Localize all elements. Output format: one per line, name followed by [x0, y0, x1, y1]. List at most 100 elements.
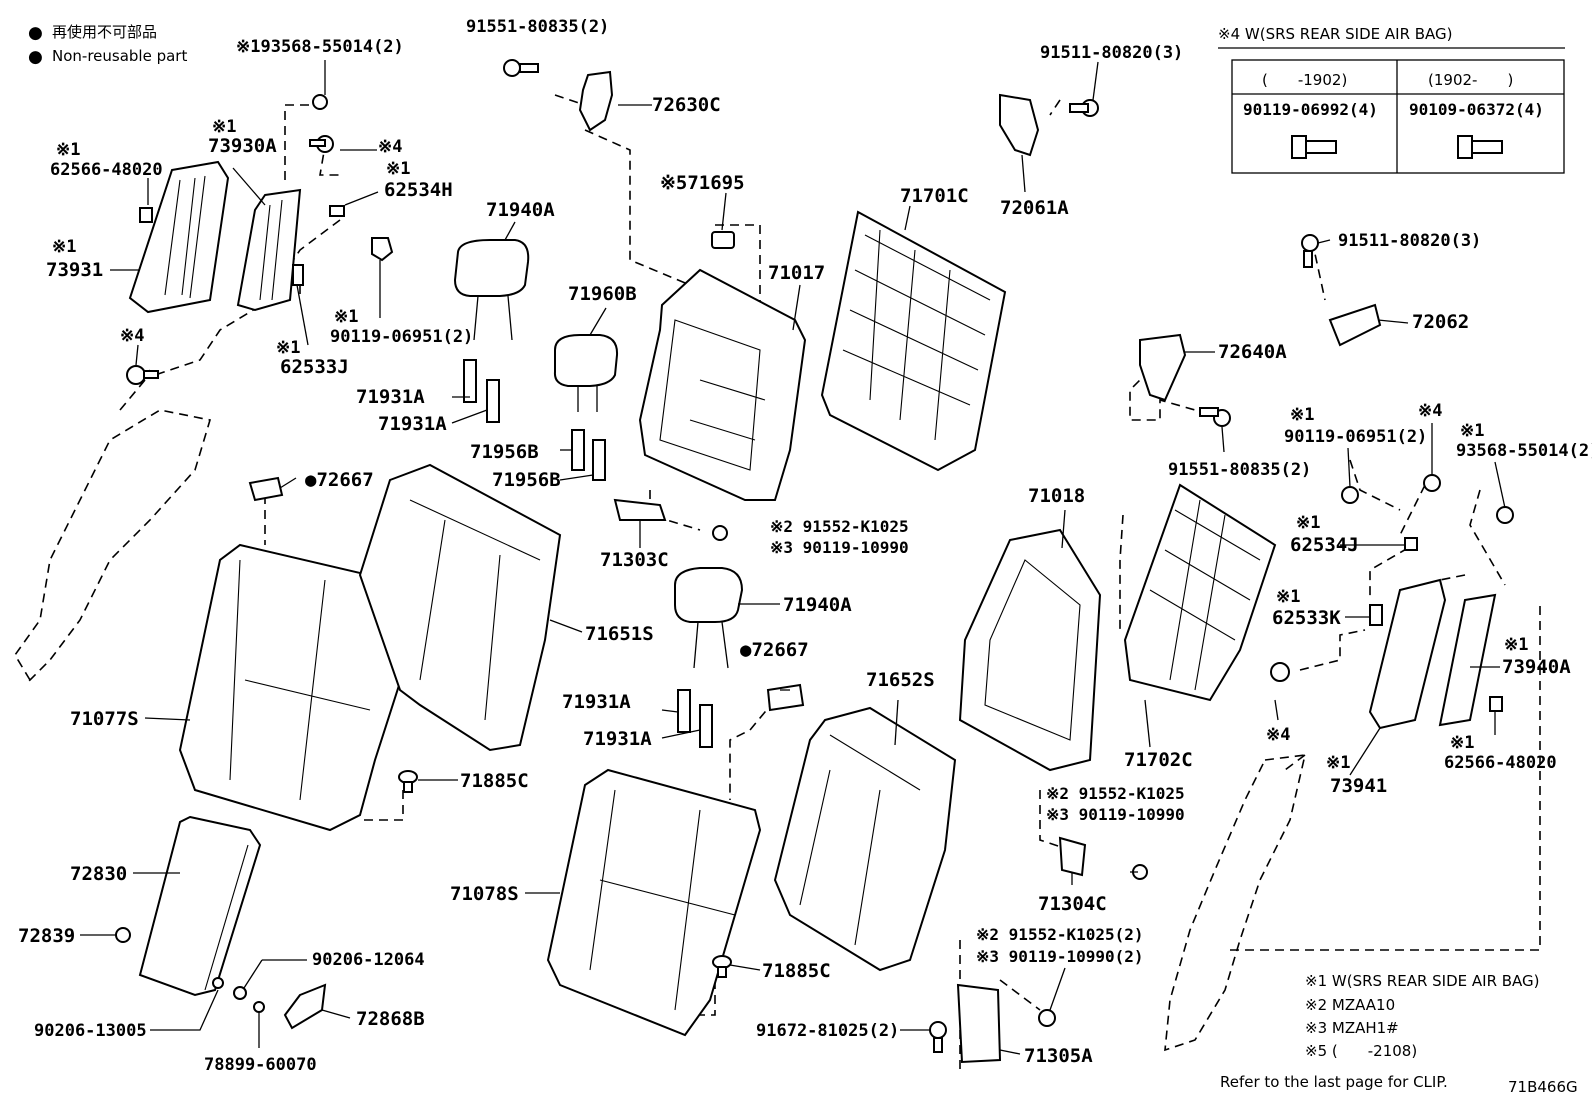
headrest-guide-71931a-1	[463, 359, 477, 403]
washer-90206-13005	[212, 977, 224, 989]
callout-62566-48020-right: 62566-48020	[1444, 753, 1557, 773]
legend: ● 再使用不可部品 ● Non-reusable part	[28, 23, 187, 67]
callout-72830: 72830	[70, 863, 127, 885]
bolt-91511-top	[1069, 99, 1099, 117]
clip-71885c-left	[398, 770, 418, 793]
callout-62566-48020-left: 62566-48020	[50, 160, 163, 180]
callout-73930a: 73930A	[208, 135, 277, 157]
leader-lines	[80, 60, 1506, 1055]
callout-91511-80820-top: 91511-80820(3)	[1040, 43, 1183, 63]
hinge-72630c	[578, 70, 614, 132]
callout-91551-80835-right: 91551-80835(2)	[1168, 460, 1311, 480]
headrest-71940a-mid	[674, 567, 744, 669]
callout-mark-62566-left: ※1	[56, 140, 80, 160]
seatback-board-71702c	[1123, 483, 1277, 702]
callout-71885c-left: 71885C	[460, 770, 529, 792]
callout-71940a-top: 71940A	[486, 199, 555, 221]
callout-71885c-right: 71885C	[762, 960, 831, 982]
seatback-frame-71018	[958, 528, 1102, 772]
callout-73931: 73931	[46, 259, 103, 281]
callout-90119-06951-right: 90119-06951(2)	[1284, 427, 1427, 447]
side-airbag-73941	[1368, 578, 1447, 730]
callout-71702c: 71702C	[1124, 749, 1193, 771]
bolt-col2-part: 90109-06372(4)	[1409, 100, 1544, 119]
callout-71940a-mid: 71940A	[783, 594, 852, 616]
side-frame-73940a	[1438, 593, 1497, 727]
callout-73941: 73941	[1330, 775, 1387, 797]
callout-71931a-1: 71931A	[356, 386, 425, 408]
callout-mark-4-right-top: ※4	[1418, 401, 1442, 421]
callout-71956b-1: 71956B	[470, 441, 539, 463]
clip-62566-right	[1489, 696, 1503, 712]
hinge-72061a	[999, 93, 1040, 157]
callout-91552-k1025-bottom: ※2 91552-K1025(2)	[976, 925, 1144, 944]
bolt-91551-top	[503, 59, 539, 77]
seatback-cover-71078s	[546, 768, 762, 1037]
clip-62534h	[329, 205, 345, 217]
nut-93568-right	[1496, 506, 1514, 524]
bolt-91552-bottom	[1038, 1009, 1056, 1027]
callout-62533k: 62533K	[1272, 607, 1341, 629]
callout-91551-80835-top: 91551-80835(2)	[466, 17, 609, 37]
callout-mark-62533j: ※1	[276, 338, 300, 358]
bolt-col1-part: 90119-06992(4)	[1243, 100, 1378, 119]
bolt-table: ※4 W(SRS REAR SIDE AIR BAG) ( -1902) (19…	[1218, 25, 1565, 174]
headrest-guide-71931a-4	[699, 704, 713, 748]
clip-71885c-right	[712, 955, 732, 978]
bracket-71305a	[956, 983, 1002, 1064]
callout-71652s: 71652S	[866, 669, 935, 691]
side-frame-73930a	[236, 188, 302, 312]
callout-71018: 71018	[1028, 485, 1085, 507]
callout-mark-73941: ※1	[1326, 753, 1350, 773]
note-1: ※1 W(SRS REAR SIDE AIR BAG)	[1305, 972, 1540, 990]
callout-71956b-2: 71956B	[492, 469, 561, 491]
callout-mark-73931: ※1	[52, 237, 76, 257]
assembly-dashed-lines	[119, 94, 1541, 1075]
callout-72640a: 72640A	[1218, 341, 1287, 363]
callout-71651s: 71651S	[585, 623, 654, 645]
headrest-71960b	[553, 334, 619, 412]
callout-mark-4-right-bottom: ※4	[1266, 725, 1290, 745]
callout-72667-right: ●72667	[740, 639, 809, 661]
headrest-guide-71931a-3	[677, 689, 691, 733]
legend-line-jp: 再使用不可部品	[52, 23, 157, 41]
callout-62534j: 62534J	[1290, 534, 1359, 556]
bolt-4-right-bottom	[1270, 662, 1290, 682]
callout-91511-80820-right: 91511-80820(3)	[1338, 231, 1481, 251]
hinge-72062	[1328, 303, 1382, 347]
cover-72868b	[283, 983, 327, 1030]
callout-mark-62534h: ※1	[386, 159, 410, 179]
callout-71931a-3: 71931A	[562, 691, 631, 713]
bolt-table-title: ※4 W(SRS REAR SIDE AIR BAG)	[1218, 25, 1453, 43]
callout-91672-81025: 91672-81025(2)	[756, 1021, 899, 1041]
callout-labels: 91551-80835(2) 72630C ※193568-55014(2) ※…	[18, 17, 1592, 1075]
callout-73940a: 73940A	[1502, 656, 1571, 678]
seatback-board-71701c	[820, 210, 1007, 472]
bolt-91672	[929, 1021, 947, 1053]
bolt-icon-left	[1291, 135, 1337, 159]
bolt-90119-right	[1341, 486, 1359, 504]
seatback-pad-71652s	[773, 706, 957, 972]
quarter-trim-outline-right	[1164, 754, 1307, 1052]
callout-71960b: 71960B	[568, 283, 637, 305]
callout-mark-73940a: ※1	[1504, 635, 1528, 655]
refer-note: Refer to the last page for CLIP.	[1220, 1073, 1448, 1091]
callout-mark-4-left-bottom: ※4	[120, 326, 144, 346]
footnotes: ※1 W(SRS REAR SIDE AIR BAG) ※2 MZAA10 ※3…	[1220, 972, 1578, 1096]
callout-72839: 72839	[18, 925, 75, 947]
callout-71017: 71017	[768, 262, 825, 284]
callout-mark-62533k: ※1	[1276, 587, 1300, 607]
bolt-icon-right	[1457, 135, 1503, 159]
callout-90119-10990-mid: ※3 90119-10990	[770, 538, 909, 557]
callout-71931a-2: 71931A	[378, 413, 447, 435]
bolt-91552-left	[712, 525, 728, 541]
bracket-71304c	[1058, 836, 1087, 877]
callout-91552-k1025-mid: ※2 91552-K1025	[770, 517, 909, 536]
callout-71304c: 71304C	[1038, 893, 1107, 915]
bracket-71303c	[613, 498, 667, 521]
clip-78899	[253, 1001, 265, 1013]
note-5: ※5 ( -2108)	[1305, 1042, 1417, 1060]
callout-mark-73930a: ※1	[212, 117, 236, 137]
